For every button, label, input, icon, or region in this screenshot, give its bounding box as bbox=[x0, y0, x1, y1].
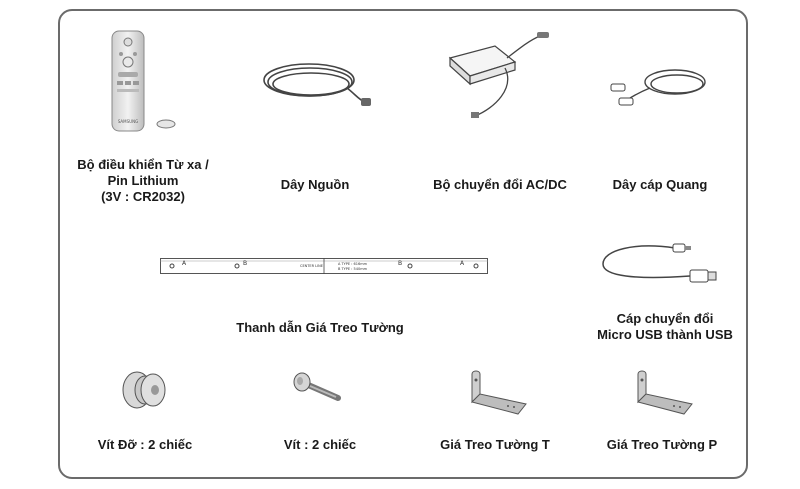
adapter-illustration bbox=[445, 28, 555, 123]
optical-cable-illustration bbox=[605, 60, 715, 120]
remote-label-line-3: (3V : CR2032) bbox=[101, 189, 185, 204]
usb-adapter-illustration bbox=[595, 236, 720, 291]
bracket-left-illustration bbox=[462, 368, 532, 418]
accessories-frame bbox=[58, 9, 748, 479]
holder-screw-illustration bbox=[115, 365, 175, 415]
remote-illustration: SAMSUNG bbox=[100, 28, 190, 138]
remote-label: Bộ điều khiển Từ xa / Pin Lithium (3V : … bbox=[63, 157, 223, 205]
bracket-left-label: Giá Treo Tường T bbox=[440, 437, 550, 452]
remote-label-line-1: Bộ điều khiển Từ xa / bbox=[77, 157, 209, 172]
guide-mark-a-right: A bbox=[460, 260, 465, 267]
guide-center-line: CENTER LINE bbox=[300, 264, 323, 268]
guide-b-type: B TYPE : 540mm bbox=[338, 267, 368, 271]
bracket-right-illustration bbox=[628, 368, 698, 418]
power-cord-illustration bbox=[255, 60, 375, 110]
usb-adapter-label-line-1: Cáp chuyển đổi bbox=[616, 311, 714, 326]
guide-mark-b-right: B bbox=[398, 260, 402, 267]
bracket-right-label: Giá Treo Tường P bbox=[606, 437, 718, 452]
adapter-label: Bộ chuyển đổi AC/DC bbox=[433, 177, 567, 192]
guide-a-type: A TYPE : 616mm bbox=[338, 262, 368, 266]
screw-illustration bbox=[290, 370, 350, 410]
usb-adapter-label: Cáp chuyển đổi Micro USB thành USB bbox=[590, 311, 740, 343]
holder-screw-label: Vít Đỡ : 2 chiếc bbox=[97, 437, 193, 452]
wall-guide-illustration: A B CENTER LINE A TYPE : 616mm B TYPE : … bbox=[160, 254, 488, 278]
optical-cable-label: Dây cáp Quang bbox=[612, 177, 708, 192]
guide-mark-b-left: B bbox=[243, 260, 247, 267]
power-cord-label: Dây Nguồn bbox=[280, 177, 350, 192]
remote-brand-text: SAMSUNG bbox=[118, 119, 138, 124]
usb-adapter-label-line-2: Micro USB thành USB bbox=[597, 327, 733, 342]
wall-guide-label: Thanh dẫn Giá Treo Tường bbox=[236, 320, 404, 335]
remote-label-line-2: Pin Lithium bbox=[107, 173, 179, 188]
guide-mark-a-left: A bbox=[182, 260, 187, 267]
screw-label: Vít : 2 chiếc bbox=[283, 437, 357, 452]
